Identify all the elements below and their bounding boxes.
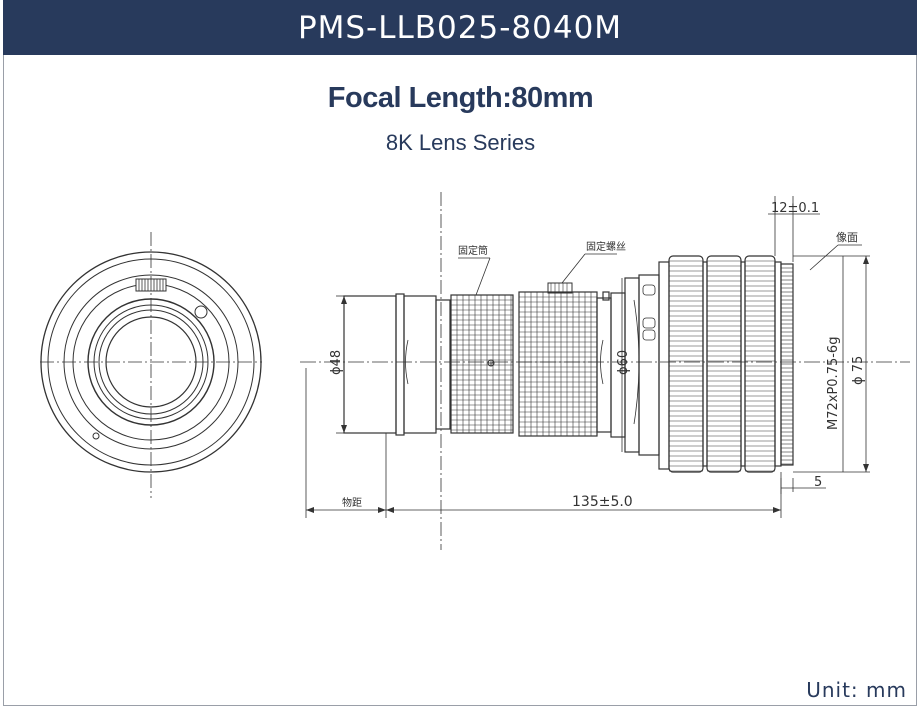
model-header: PMS-LLB025-8040M [3, 0, 917, 55]
dim-flange-thickness: 12±0.1 [771, 201, 819, 216]
model-name: PMS-LLB025-8040M [297, 9, 623, 46]
unit-label: Unit: mm [806, 678, 907, 702]
label-image-plane: 像面 [836, 231, 858, 244]
dim-diameter-75: ϕ 75 [851, 356, 866, 385]
focal-length-title: Focal Length:80mm [327, 82, 594, 114]
knurled-rings [450, 282, 598, 437]
front-view [40, 232, 262, 498]
dim-length: 135±5.0 [572, 494, 633, 510]
large-rings [668, 255, 794, 473]
series-subtitle: 8K Lens Series [385, 130, 536, 155]
label-object-distance: 物距 [342, 496, 362, 509]
label-fixing-screw: 固定螺丝 [586, 240, 626, 253]
dimension-lines [305, 196, 870, 518]
dim-thread: M72xP0.75-6g [826, 337, 841, 430]
dim-diameter-48: ϕ48 [329, 350, 344, 375]
label-fixing-sleeve: 固定筒 [458, 244, 488, 257]
dim-thread-depth: 5 [814, 475, 822, 490]
dim-diameter-60: ϕ60 [616, 350, 631, 375]
page-frame [3, 0, 917, 706]
front-barrel [343, 293, 451, 436]
middle-section [596, 261, 670, 470]
